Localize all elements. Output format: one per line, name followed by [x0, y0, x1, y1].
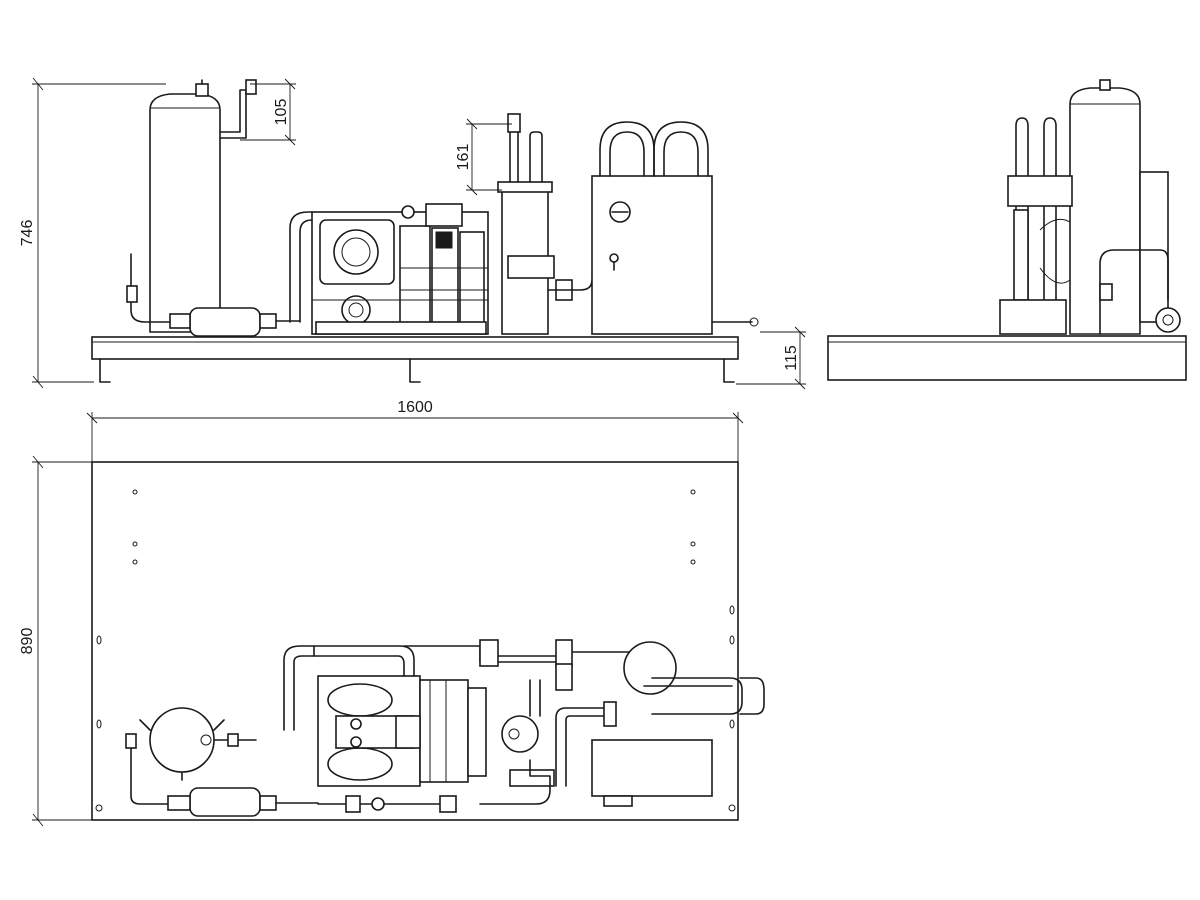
dimension-161: 161 — [455, 118, 512, 196]
plan-compressor — [317, 675, 487, 787]
suction-pipe — [299, 219, 313, 323]
side-receiver-vessel — [1069, 79, 1141, 335]
plan-pipe-network — [283, 645, 415, 731]
receiver-vessel — [149, 79, 257, 333]
dim-label-frame-height: 115 — [783, 345, 800, 371]
dim-label-top-fitting: 105 — [273, 99, 290, 126]
side-base-frame — [827, 335, 1187, 381]
base-leg-middle — [409, 358, 421, 383]
plan-receiver — [139, 707, 257, 781]
compressor — [311, 203, 489, 335]
dim-label-total-depth: 890 — [19, 628, 36, 655]
dimension-890: 890 — [19, 455, 92, 827]
dim-label-total-length: 1600 — [397, 399, 433, 416]
side-view — [827, 79, 1187, 381]
base-leg-left — [99, 358, 111, 383]
dimension-115: 115 — [736, 326, 806, 390]
filter-drier — [169, 307, 301, 337]
base-leg-right — [723, 358, 735, 383]
plan-accumulator — [501, 679, 555, 787]
plan-view — [91, 461, 765, 821]
plan-condenser-ring — [623, 641, 765, 715]
dim-label-receiver-top: 161 — [455, 144, 472, 171]
dimension-1600: 1600 — [86, 399, 744, 462]
mounting-holes — [95, 489, 736, 812]
dimension-746: 746 — [19, 77, 166, 389]
front-view — [91, 79, 759, 383]
plan-electrical-box — [591, 739, 713, 797]
receiver-side-pipe — [130, 253, 179, 323]
electrical-box — [591, 121, 713, 335]
base-frame — [91, 336, 739, 360]
dim-label-total-height: 746 — [19, 220, 36, 247]
dimension-105: 105 — [240, 78, 296, 146]
plan-filter-drier — [167, 787, 319, 817]
accumulator — [497, 113, 573, 335]
